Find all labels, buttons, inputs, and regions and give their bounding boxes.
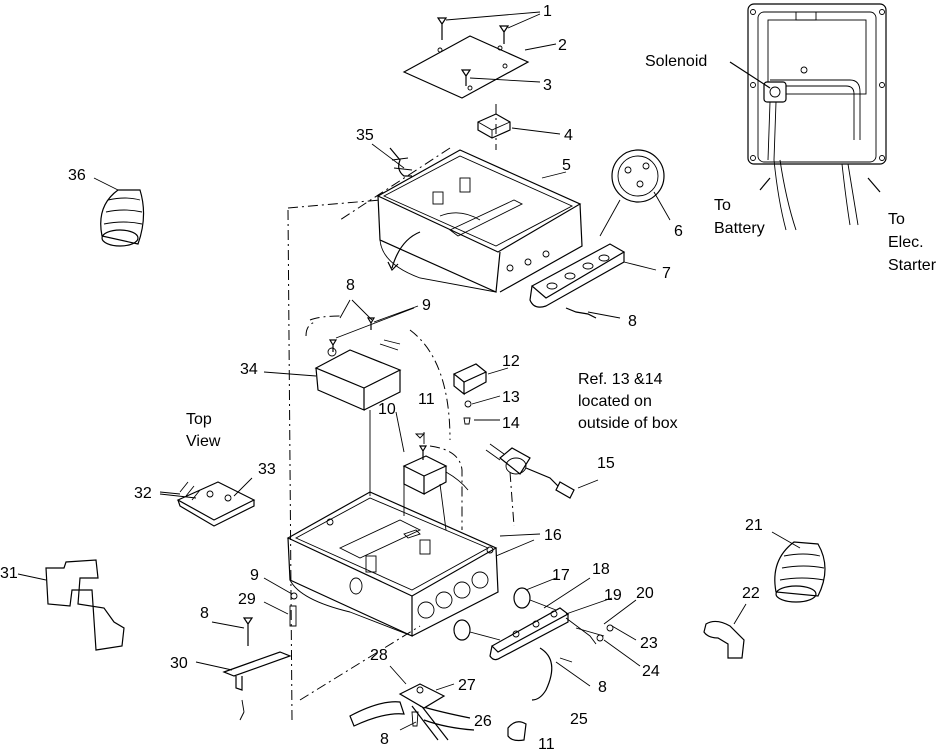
- lower-box-housing: [286, 491, 541, 637]
- part-label: 15: [597, 455, 615, 472]
- part-label: 25: [570, 711, 588, 728]
- control-module-part: [263, 299, 451, 496]
- part-label: 9: [422, 297, 431, 314]
- part-label: 23: [640, 635, 658, 652]
- solenoid-box-illustration: [729, 3, 887, 231]
- part-label: 1: [543, 3, 552, 20]
- ref-note-line3: outside of box: [578, 415, 678, 432]
- part-label: 16: [544, 527, 562, 544]
- part-label: 34: [240, 361, 258, 378]
- rubber-boot-right: [771, 531, 826, 603]
- part-label: 8: [598, 679, 607, 696]
- part-label: 8: [628, 313, 637, 330]
- to-starter-label-line3: Starter: [888, 257, 937, 274]
- part-label: 9: [250, 567, 259, 584]
- part-label: 21: [745, 517, 763, 534]
- rubber-boot-left: [93, 177, 145, 247]
- part-label: 8: [200, 605, 209, 622]
- part-label: 17: [552, 567, 570, 584]
- to-starter-label-line2: Elec.: [888, 234, 924, 251]
- part-label: 20: [636, 585, 654, 602]
- top-view-label-line2: View: [186, 433, 221, 450]
- part-label: 12: [502, 353, 520, 370]
- part-label: 10: [378, 401, 396, 418]
- elbow-part: [703, 603, 747, 659]
- part-label: 4: [564, 127, 573, 144]
- part-label: 11: [538, 736, 555, 751]
- part-label: 11: [418, 391, 435, 408]
- part-label: 7: [662, 265, 671, 282]
- clamp-cables-parts: [349, 665, 527, 742]
- part-label: 22: [742, 585, 760, 602]
- side-bracket-part: [17, 559, 125, 651]
- terminal-strip-part: [529, 243, 657, 319]
- assembly-line-b: [239, 711, 245, 721]
- cover-plate-part: [402, 11, 557, 99]
- ref-note-line1: Ref. 13 &14: [578, 371, 663, 388]
- part-label: 5: [562, 157, 571, 174]
- solenoid-label: Solenoid: [645, 53, 707, 70]
- part-label: 19: [604, 587, 622, 604]
- part-label: 18: [592, 561, 610, 578]
- top-view-board: [159, 477, 256, 527]
- mounting-bracket-parts: [195, 577, 298, 713]
- part-label: 6: [674, 223, 683, 240]
- to-battery-label-line1: To: [714, 197, 731, 214]
- part-label: 32: [134, 485, 152, 502]
- part-label: 33: [258, 461, 276, 478]
- relay-stack-parts: [395, 363, 509, 531]
- connector-block-part: [477, 104, 561, 150]
- lower-fittings-parts: [453, 539, 641, 701]
- to-starter-label-line1: To: [888, 211, 905, 228]
- part-label: 8: [380, 731, 389, 748]
- wire-part: [389, 147, 412, 177]
- part-label: 35: [356, 127, 374, 144]
- part-label: 26: [474, 713, 492, 730]
- assembly-line-d: [299, 625, 421, 701]
- part-label: 2: [558, 37, 567, 54]
- part-label: 31: [0, 565, 18, 582]
- ref-note-line2: located on: [578, 393, 652, 410]
- part-label: 14: [502, 415, 520, 432]
- part-label: 36: [68, 167, 86, 184]
- part-label: 24: [642, 663, 660, 680]
- sensor-part: [485, 443, 599, 527]
- to-battery-label-line2: Battery: [714, 220, 765, 237]
- part-label: 28: [370, 647, 388, 664]
- grommet-part: [599, 149, 671, 237]
- part-label: 3: [543, 77, 552, 94]
- assembly-line: [287, 209, 293, 721]
- upper-box-housing: [287, 143, 583, 293]
- part-label: 13: [502, 389, 520, 406]
- part-label: 29: [238, 591, 256, 608]
- part-label: 27: [458, 677, 476, 694]
- part-label: 8: [346, 277, 355, 294]
- part-label: 30: [170, 655, 188, 672]
- assembly-line-c: [339, 147, 451, 221]
- top-view-label-line1: Top: [186, 411, 212, 428]
